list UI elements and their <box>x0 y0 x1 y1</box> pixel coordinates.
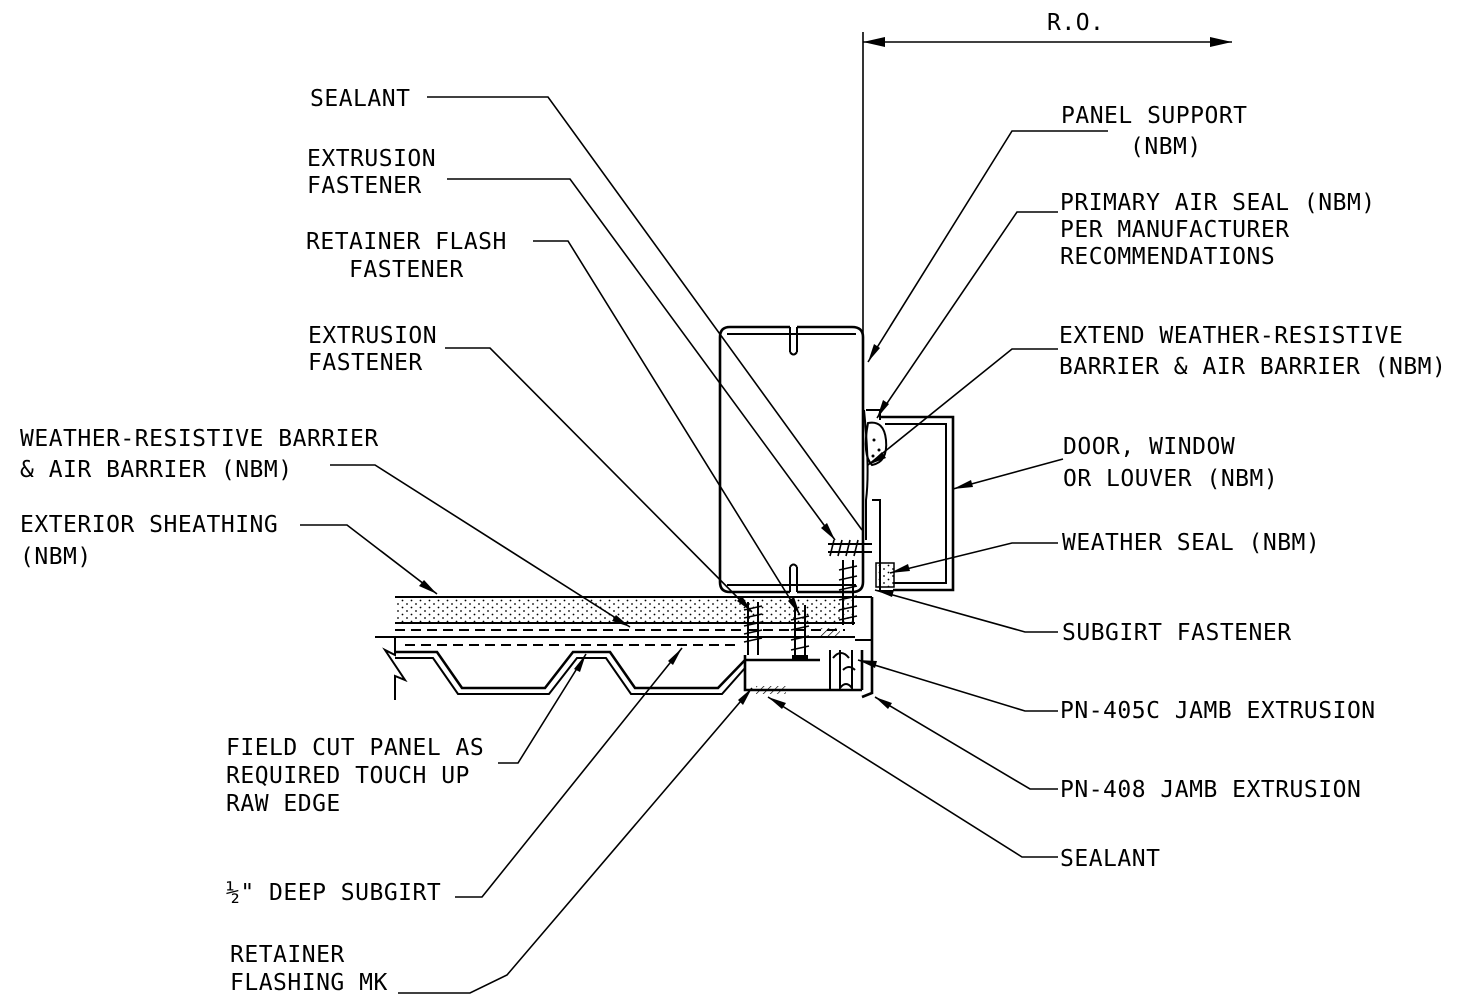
label-subgirt: ½" DEEP SUBGIRT <box>226 880 441 906</box>
label-extrusion-fastener-1b: FASTENER <box>307 173 422 199</box>
label-extrusion-fastener-1a: EXTRUSION <box>307 146 436 172</box>
label-retainer-flash-a: RETAINER FLASH <box>306 229 507 255</box>
label-retainer-flashing-a: RETAINER <box>230 942 345 968</box>
label-panel-support-b: (NBM) <box>1130 134 1202 160</box>
label-field-cut-c: RAW EDGE <box>226 791 341 817</box>
label-extrusion-fastener-2a: EXTRUSION <box>308 323 437 349</box>
ro-label: R.O. <box>1047 10 1104 36</box>
leader-lines <box>300 96 1108 994</box>
jamb-extrusions <box>743 597 874 699</box>
ro-dimension: R.O. <box>862 10 1232 360</box>
label-sealant-top: SEALANT <box>310 86 410 112</box>
label-retainer-flash-b: FASTENER <box>349 257 464 283</box>
label-primary-air-b: PER MANUFACTURER <box>1060 217 1290 243</box>
label-panel-support-a: PANEL SUPPORT <box>1061 103 1248 129</box>
label-door-a: DOOR, WINDOW <box>1063 434 1235 460</box>
label-pn405c: PN-405C JAMB EXTRUSION <box>1060 698 1376 724</box>
label-field-cut-a: FIELD CUT PANEL AS <box>226 735 484 761</box>
callout-labels: SEALANT EXTRUSION FASTENER RETAINER FLAS… <box>20 86 1446 996</box>
label-primary-air-a: PRIMARY AIR SEAL (NBM) <box>1060 190 1376 216</box>
label-pn408: PN-408 JAMB EXTRUSION <box>1060 777 1361 803</box>
label-weather-seal: WEATHER SEAL (NBM) <box>1062 530 1320 556</box>
label-extrusion-fastener-2b: FASTENER <box>308 350 423 376</box>
label-sheathing-b: (NBM) <box>20 544 92 570</box>
label-primary-air-c: RECOMMENDATIONS <box>1060 244 1275 270</box>
label-wrb-a: WEATHER-RESISTIVE BARRIER <box>20 426 379 452</box>
panel-support-stud <box>718 325 865 594</box>
label-door-b: OR LOUVER (NBM) <box>1063 466 1278 492</box>
label-wrb-b: & AIR BARRIER (NBM) <box>20 457 293 483</box>
window-frame <box>863 409 955 592</box>
label-extend-wrb-b: BARRIER & AIR BARRIER (NBM) <box>1059 354 1446 380</box>
fasteners <box>743 539 872 661</box>
label-sealant-bottom: SEALANT <box>1060 846 1160 872</box>
label-retainer-flashing-b: FLASHING MK <box>230 970 388 996</box>
label-extend-wrb-a: EXTEND WEATHER-RESISTIVE <box>1059 323 1403 349</box>
label-field-cut-b: REQUIRED TOUCH UP <box>226 763 470 789</box>
label-sheathing-a: EXTERIOR SHEATHING <box>20 512 278 538</box>
label-subgirt-fastener: SUBGIRT FASTENER <box>1062 620 1292 646</box>
